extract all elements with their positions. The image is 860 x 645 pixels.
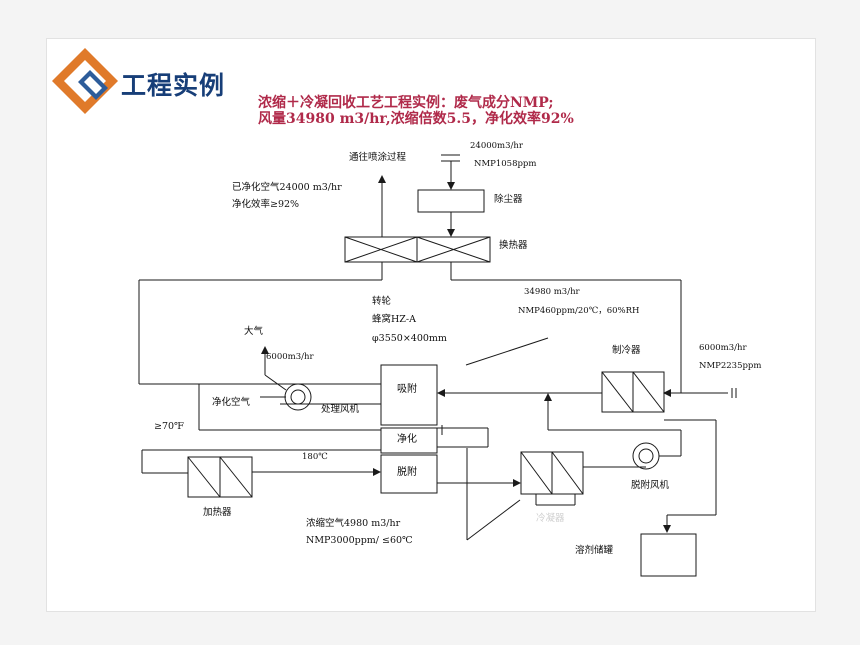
label-temp-180: 180℃ [302,452,328,462]
label-condenser: 冷凝器 [536,513,565,524]
subtitle-line-2: 风量34980 m3/hr,浓缩倍数5.5，净化效率92% [258,111,574,127]
label-conc-nmp: NMP3000ppm/ ≤60℃ [306,535,413,546]
label-rotor-size: φ3550×400mm [372,333,447,344]
label-process-fan: 处理风机 [321,404,360,415]
label-conc-air: 浓缩空气4980 m3/hr [306,518,401,529]
label-cooler-flow: 6000m3/hr [699,343,747,353]
label-mix-flow: 34980 m3/hr [524,287,580,297]
label-adsorb: 吸附 [397,384,417,395]
dust-remover-box [417,189,485,213]
label-heater: 加热器 [203,507,232,518]
label-dust-remover: 除尘器 [494,194,523,205]
label-inlet-conc: NMP1058ppm [474,159,537,169]
label-honeycomb: 蜂窝HZ-A [372,314,416,325]
label-heat-exchanger: 换热器 [499,240,528,251]
label-atmosphere: 大气 [244,326,264,337]
label-to-coating: 通往喷涂过程 [349,152,407,163]
company-logo-icon [52,48,118,114]
adsorb-zone [380,364,438,426]
label-mix-conc: NMP460ppm/20℃，60%RH [518,306,640,316]
label-rotor: 转轮 [372,296,392,307]
label-purified-eff: 净化效率≥92% [232,199,300,210]
desorb-fan [632,442,660,470]
label-inlet-flow: 24000m3/hr [470,141,523,151]
subtitle-line-1: 浓缩＋冷凝回收工艺工程实例：废气成分NMP; [258,95,554,111]
label-purified-air: 净化空气 [212,397,251,408]
slide-canvas [46,38,816,612]
process-fan [284,383,312,411]
label-cooler-conc: NMP2235ppm [699,361,762,371]
purify-zone [380,427,438,454]
label-cooler: 制冷器 [612,345,641,356]
solvent-tank-box [640,533,697,577]
label-purified-flow: 已净化空气24000 m3/hr [232,182,342,193]
label-solvent-tank: 溶剂储罐 [575,545,614,556]
label-desorb: 脱附 [397,467,417,478]
label-desorb-fan: 脱附风机 [631,480,670,491]
header-title: 工程实例 [121,71,226,100]
label-purify: 净化 [397,434,417,445]
label-temp-70f: ≥70℉ [154,421,184,432]
desorb-zone [380,454,438,494]
label-process-fan-flow: 6000m3/hr [266,352,314,362]
